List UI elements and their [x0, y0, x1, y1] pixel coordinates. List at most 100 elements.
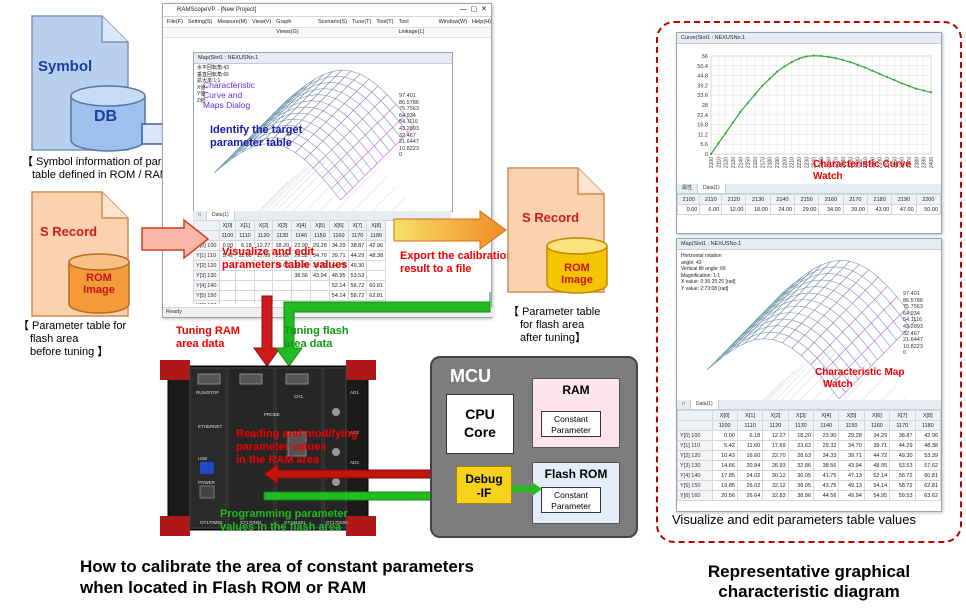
table-cell[interactable]: 44.72: [863, 450, 891, 461]
curve-table-cell[interactable]: 2190: [891, 194, 917, 205]
table-cell[interactable]: 0.00: [711, 430, 738, 441]
menu-item[interactable]: Tool(T): [376, 19, 394, 25]
table-cell[interactable]: 43.75: [812, 480, 840, 491]
table-cell[interactable]: Y[6] 160: [193, 300, 220, 304]
table-cell[interactable]: 18.20: [787, 430, 815, 441]
table-cell[interactable]: [253, 280, 274, 291]
table-cell[interactable]: [218, 300, 237, 304]
table-cell[interactable]: 12.27: [762, 430, 789, 441]
table-cell[interactable]: 49.30: [347, 260, 368, 271]
table-cell[interactable]: 29.28: [838, 430, 865, 441]
table-cell[interactable]: 34.33: [812, 450, 840, 461]
table-cell[interactable]: [272, 270, 293, 281]
curve-table-cell[interactable]: 2170: [842, 194, 869, 205]
table-cell[interactable]: 32.83: [762, 490, 789, 501]
table-cell[interactable]: [235, 270, 255, 281]
table-cell[interactable]: 54.95: [863, 490, 891, 501]
table-cell[interactable]: 32.86: [787, 460, 815, 471]
table-cell[interactable]: 26.64: [736, 490, 764, 501]
table-cell[interactable]: 43.94: [838, 460, 865, 471]
table-cell[interactable]: 49.94: [838, 490, 865, 501]
tab-props[interactable]: □: [193, 211, 208, 220]
curve-table-cell[interactable]: 34.00: [818, 204, 844, 215]
table-cell[interactable]: Y[5] 150: [677, 480, 713, 491]
table-cell[interactable]: [366, 270, 387, 281]
table-cell[interactable]: [253, 270, 274, 281]
table-cell[interactable]: 34.70: [838, 440, 865, 451]
table-cell[interactable]: 20.84: [736, 460, 764, 471]
table-cell[interactable]: 58.72: [889, 480, 916, 491]
curve-table-cell[interactable]: 0.00: [676, 204, 701, 215]
curve-table-cell[interactable]: 12.00: [721, 204, 747, 215]
menu-item[interactable]: Help(H): [472, 19, 491, 25]
menu-item[interactable]: Tune(T): [351, 19, 372, 25]
table-cell[interactable]: Y[2] 120: [677, 450, 713, 461]
table-cell[interactable]: 56.72: [347, 280, 368, 291]
curve-table-cell[interactable]: 2120: [721, 194, 747, 205]
window-controls[interactable]: — ▢ ✕: [459, 6, 487, 13]
table-cell[interactable]: 17.85: [711, 470, 738, 481]
table-cell[interactable]: 62.81: [914, 480, 941, 491]
table-cell[interactable]: 29.32: [812, 440, 840, 451]
table-cell[interactable]: 49.13: [838, 480, 865, 491]
table-cell[interactable]: 11.60: [736, 440, 764, 451]
table-cell[interactable]: 49.30: [889, 450, 916, 461]
menu-item[interactable]: Measure(M): [217, 19, 248, 25]
curve-table-cell[interactable]: 2160: [818, 194, 844, 205]
table-cell[interactable]: 38.86: [787, 490, 815, 501]
table-cell[interactable]: 44.56: [812, 490, 840, 501]
table-cell[interactable]: 10.43: [711, 450, 738, 461]
tab-data[interactable]: Data(1): [207, 211, 235, 220]
table-cell[interactable]: 16.60: [736, 450, 764, 461]
table-cell[interactable]: 47.13: [838, 470, 865, 481]
table-cell[interactable]: 52.14: [328, 280, 349, 291]
table-cell[interactable]: 43.94: [309, 270, 330, 281]
table-cell[interactable]: Y[2] 120: [193, 260, 220, 271]
table-cell[interactable]: 48.95: [863, 460, 891, 471]
table-cell[interactable]: 38.87: [347, 240, 368, 251]
table-cell[interactable]: 26.93: [762, 460, 789, 471]
table-cell[interactable]: 5.42: [711, 440, 738, 451]
table-cell[interactable]: [235, 280, 255, 291]
table-cell[interactable]: 36.05: [787, 470, 815, 481]
table-cell[interactable]: 23.62: [787, 440, 815, 451]
table-cell[interactable]: 48.95: [328, 270, 349, 281]
table-cell[interactable]: 60.81: [914, 470, 941, 481]
table-cell[interactable]: 59.53: [889, 490, 916, 501]
table-cell[interactable]: Y[3] 130: [677, 460, 713, 471]
table-cell[interactable]: [218, 290, 237, 301]
table-cell[interactable]: [272, 280, 293, 291]
table-cell[interactable]: 19.85: [711, 480, 738, 491]
curve-tab[interactable]: 属性: [677, 184, 699, 193]
table-cell[interactable]: 6.18: [736, 430, 764, 441]
table-cell[interactable]: 30.12: [762, 470, 789, 481]
table-cell[interactable]: 22.70: [762, 450, 789, 461]
table-cell[interactable]: 20.56: [711, 490, 738, 501]
table-cell[interactable]: [235, 300, 255, 304]
table-cell[interactable]: 41.75: [812, 470, 840, 481]
table-cell[interactable]: [366, 260, 387, 271]
table-cell[interactable]: 38.87: [889, 430, 916, 441]
curve-table-cell[interactable]: 2200: [915, 194, 942, 205]
table-cell[interactable]: Y[4] 140: [677, 470, 713, 481]
table-cell[interactable]: 14.66: [711, 460, 738, 471]
menu-item[interactable]: File(F): [167, 19, 183, 25]
table-cell[interactable]: 32.12: [762, 480, 789, 491]
table-cell[interactable]: Y[6] 160: [677, 490, 713, 501]
table-cell[interactable]: 63.62: [914, 490, 941, 501]
table-cell[interactable]: 38.05: [787, 480, 815, 491]
table-cell[interactable]: 26.02: [736, 480, 764, 491]
curve-table-cell[interactable]: 2110: [699, 194, 723, 205]
curve-table-cell[interactable]: 24.00: [769, 204, 796, 215]
curve-table-cell[interactable]: 2180: [867, 194, 893, 205]
curve-table-cell[interactable]: 6.00: [699, 204, 723, 215]
table-cell[interactable]: 23.90: [812, 430, 840, 441]
table-cell[interactable]: 56.72: [889, 470, 916, 481]
table-cell[interactable]: 34.29: [863, 430, 891, 441]
curve-tab[interactable]: Data(1): [698, 184, 726, 193]
curve-table-cell[interactable]: 43.00: [867, 204, 893, 215]
table-cell[interactable]: 53.53: [889, 460, 916, 471]
curve-table-cell[interactable]: 50.00: [915, 204, 942, 215]
menu-item[interactable]: Scenario(S): [317, 19, 347, 25]
table-cell[interactable]: 52.14: [863, 470, 891, 481]
